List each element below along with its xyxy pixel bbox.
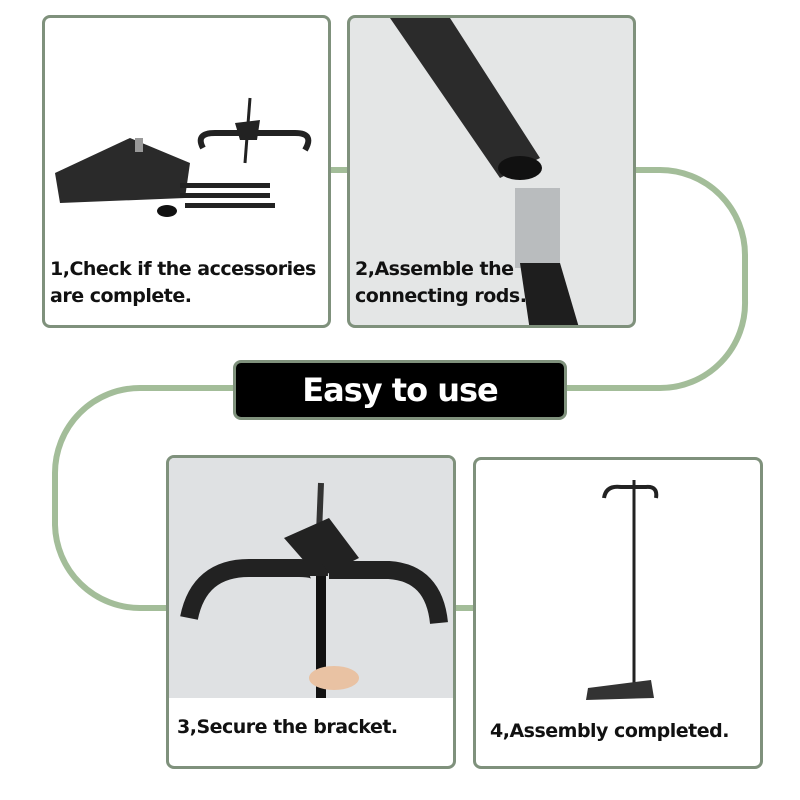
step-4-panel: 4,Assembly completed.	[473, 457, 763, 769]
step-3-caption: 3,Secure the bracket.	[177, 716, 398, 738]
step-2-panel: 2,Assemble the connecting rods.	[347, 15, 636, 328]
step-3-panel: 3,Secure the bracket.	[166, 455, 456, 769]
completed-stand-image	[586, 480, 659, 700]
step-2-caption-line1: 2,Assemble the	[355, 258, 514, 280]
bracket-image	[169, 458, 453, 698]
step-1-panel: 1,Check if the accessories are complete.	[42, 15, 331, 328]
step-4-caption: 4,Assembly completed.	[490, 720, 729, 742]
step-1-caption-line2: are complete.	[50, 285, 192, 307]
easy-to-use-banner: Easy to use	[233, 360, 567, 420]
step-2-caption-line2: connecting rods.	[355, 285, 527, 307]
step-1-caption-line1: 1,Check if the accessories	[50, 258, 316, 280]
connecting-rods-image	[390, 18, 579, 325]
accessories-image	[55, 97, 312, 217]
